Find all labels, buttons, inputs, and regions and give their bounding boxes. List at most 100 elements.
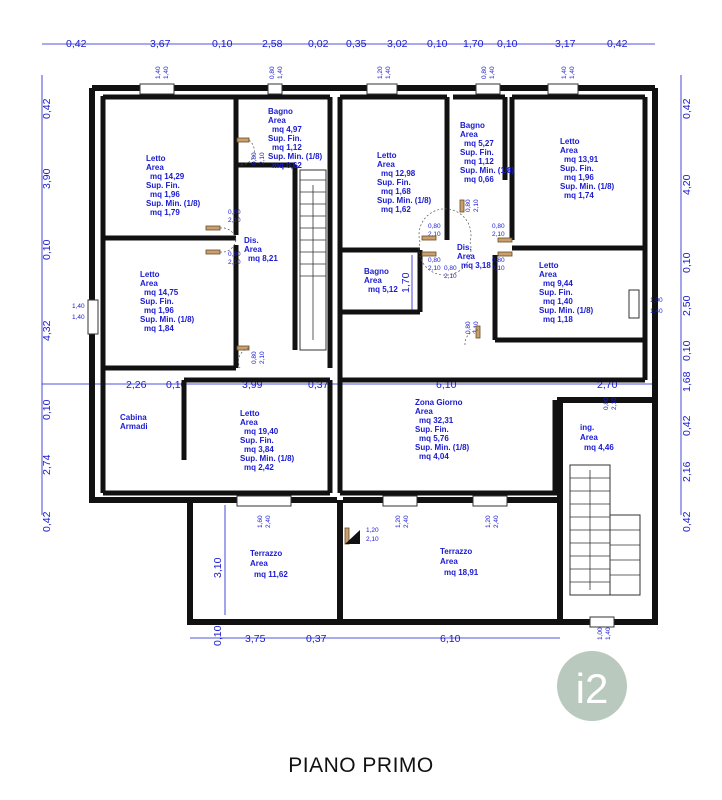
opening-9-h: 2,10 <box>259 351 266 364</box>
room-10-line-1: Area <box>539 270 557 279</box>
dim-bottom-4: 6,10 <box>440 633 461 645</box>
opening-5-w: 1,40 <box>561 66 568 79</box>
dim-terrazzo-height: 3,10 <box>212 557 224 578</box>
opening-20-w: 1,60 <box>257 515 264 528</box>
room-2-line-2: mq 4,97 <box>272 125 302 134</box>
dim-right-2: 4,20 <box>681 174 693 195</box>
opening-17-h: 1,40 <box>72 314 85 321</box>
room-7-line-5: Sup. Min. (1/8) <box>140 315 195 324</box>
top-dimension-labels: 0,42 3,67 0,10 2,58 0,02 0,35 3,02 0,10 … <box>66 38 628 50</box>
room-1-line-6: mq 1,79 <box>150 208 180 217</box>
opening-22-h: 2,40 <box>493 515 500 528</box>
room-1-line-3: Sup. Fin. <box>146 181 180 190</box>
room-13-name: Zona Giorno <box>415 398 463 407</box>
interior-walls <box>100 94 648 496</box>
opening-5-h: 1,40 <box>569 66 576 79</box>
dimension-lines <box>41 43 682 639</box>
dim-bagno-height: 1,70 <box>400 272 412 293</box>
logo-badge <box>557 651 627 721</box>
bottom-dimension-labels: 0,10 3,75 0,37 6,10 <box>212 625 461 646</box>
dim-left-3: 0,10 <box>41 239 53 260</box>
room-11-name: Cabina <box>120 413 147 422</box>
room-9-line-2: mq 3,18 <box>461 261 491 270</box>
opening-21-w: 1,20 <box>395 515 402 528</box>
room-5-line-6: mq 1,74 <box>564 191 594 200</box>
room-2-name: Bagno <box>268 107 293 116</box>
opening-11-h: 2,10 <box>428 231 441 238</box>
logo-text: i2 <box>576 665 609 712</box>
room-13-line-4: mq 5,76 <box>419 434 449 443</box>
room-7-line-6: mq 1,84 <box>144 324 174 333</box>
opening-8-h: 2,10 <box>228 259 241 266</box>
plan-title: PIANO PRIMO <box>288 754 434 777</box>
opening-11-w: 0,80 <box>428 223 441 230</box>
room-7-line-4: mq 1,96 <box>144 306 174 315</box>
dim-left-4: 4,32 <box>41 320 53 341</box>
opening-22-w: 1,20 <box>485 515 492 528</box>
opening-15-w: 0,80 <box>492 257 505 264</box>
room-12-line-6: mq 2,42 <box>244 463 274 472</box>
room-12-line-4: mq 3,84 <box>244 445 274 454</box>
room-3-line-3: Sup. Fin. <box>377 178 411 187</box>
opening-24-h: 1,40 <box>605 627 612 640</box>
opening-23-h: 2,10 <box>366 536 379 543</box>
dim-top-3: 0,10 <box>212 38 233 50</box>
room-9-name: Dis. <box>457 243 472 252</box>
room-14-line-2: mq 4,46 <box>584 443 614 452</box>
logo: i2 <box>557 651 627 721</box>
room-7-line-2: mq 14,75 <box>144 288 179 297</box>
dim-top-6: 0,35 <box>346 38 367 50</box>
dim-mid-2: 0,10 <box>166 379 187 391</box>
opening-14-h: 2,10 <box>444 273 457 280</box>
room-13-line-2: mq 32,31 <box>419 416 454 425</box>
room-16-name: Terrazzo <box>440 547 472 556</box>
dim-top-4: 2,58 <box>262 38 283 50</box>
room-3-name: Letto <box>377 151 397 160</box>
dim-left-5: 0,10 <box>41 399 53 420</box>
dim-right-3: 0,10 <box>681 252 693 273</box>
room-5-line-3: Sup. Fin. <box>560 164 594 173</box>
room-12-line-2: mq 19,40 <box>244 427 279 436</box>
room-4-line-3: Sup. Fin. <box>460 148 494 157</box>
opening-2-w: 0,80 <box>269 66 276 79</box>
room-1-line-4: mq 1,96 <box>150 190 180 199</box>
opening-7-h: 2,10 <box>228 217 241 224</box>
opening-2-h: 1,40 <box>277 66 284 79</box>
opening-10-w: 0,80 <box>465 199 472 212</box>
room-6-line-1: Area <box>244 245 262 254</box>
dim-top-5: 0,02 <box>308 38 329 50</box>
room-3-line-4: mq 1,68 <box>381 187 411 196</box>
room-5-name: Letto <box>560 137 580 146</box>
opening-16-w: 0,80 <box>465 321 472 334</box>
room-2-line-4: mq 1,12 <box>272 143 302 152</box>
stairs-entrance <box>569 464 641 596</box>
dim-bottom-3: 0,37 <box>306 633 327 645</box>
opening-7-w: 0,80 <box>228 209 241 216</box>
dim-right-8: 2,16 <box>681 461 693 482</box>
dim-right-7: 0,42 <box>681 415 693 436</box>
opening-10-h: 2,10 <box>473 199 480 212</box>
dim-top-8: 0,10 <box>427 38 448 50</box>
opening-12-h: 2,10 <box>492 231 505 238</box>
dim-left-2: 3,90 <box>41 168 53 189</box>
left-dimension-labels: 0,42 3,90 0,10 4,32 0,10 2,74 0,42 <box>41 98 53 532</box>
opening-1-w: 1,40 <box>155 66 162 79</box>
room-3-line-6: mq 1,62 <box>381 205 411 214</box>
opening-23-w: 1,20 <box>366 527 379 534</box>
dim-right-5: 0,10 <box>681 340 693 361</box>
room-12-name: Letto <box>240 409 260 418</box>
dim-right-9: 0,42 <box>681 511 693 532</box>
dim-top-11: 3,17 <box>555 38 576 50</box>
room-12-line-5: Sup. Min. (1/8) <box>240 454 295 463</box>
room-5-line-1: Area <box>560 146 578 155</box>
room-12-line-1: Area <box>240 418 258 427</box>
room-15-name: Terrazzo <box>250 549 282 558</box>
room-10-name: Letto <box>539 261 559 270</box>
dim-right-4: 2,50 <box>681 295 693 316</box>
room-10-line-2: mq 9,44 <box>543 279 573 288</box>
room-10-line-3: Sup. Fin. <box>539 288 573 297</box>
opening-3-w: 1,20 <box>377 66 384 79</box>
opening-20-h: 2,40 <box>265 515 272 528</box>
opening-21-h: 2,40 <box>403 515 410 528</box>
opening-12-w: 0,80 <box>492 223 505 230</box>
